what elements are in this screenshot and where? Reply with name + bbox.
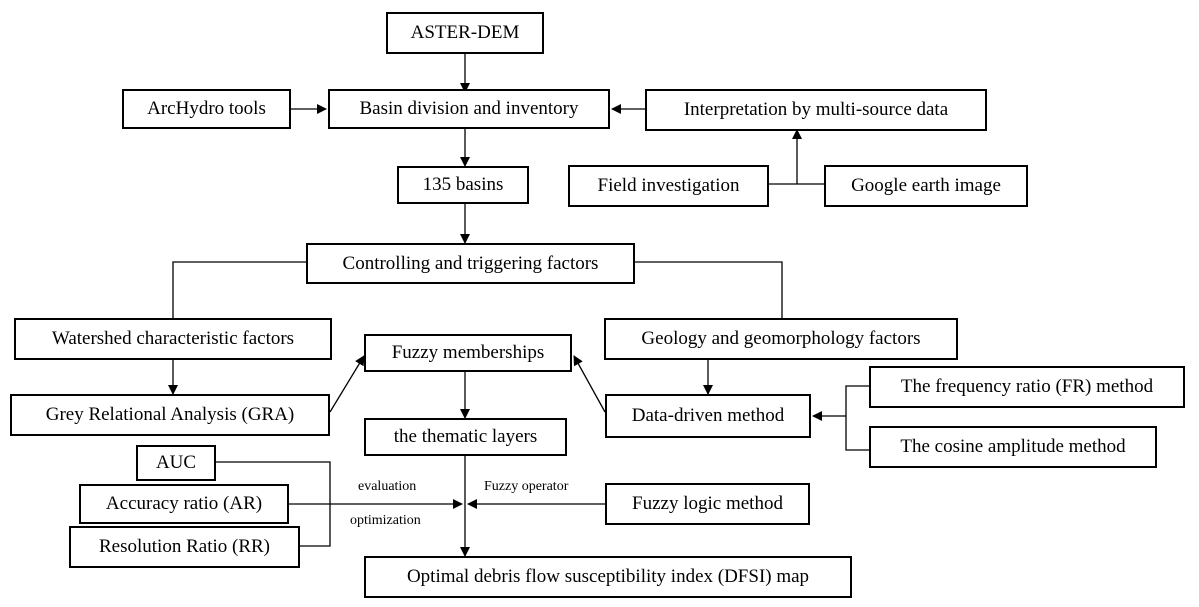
node-auc: AUC: [136, 445, 216, 481]
node-geology-factors: Geology and geomorphology factors: [604, 318, 958, 360]
node-thematic-layers: the thematic layers: [364, 418, 567, 456]
node-archydro-tools: ArcHydro tools: [122, 89, 291, 129]
edge-controlling-to-geology: [635, 261, 783, 320]
edge-controlling-to-watershed: [172, 261, 306, 318]
node-fuzzy-logic: Fuzzy logic method: [605, 483, 810, 525]
node-basin-division: Basin division and inventory: [328, 89, 610, 129]
node-data-driven: Data-driven method: [605, 394, 811, 438]
node-resolution-ratio: Resolution Ratio (RR): [69, 526, 300, 568]
node-gra: Grey Relational Analysis (GRA): [10, 394, 330, 436]
node-cosine-method: The cosine amplitude method: [869, 426, 1157, 468]
edge-fr-cosine-bracket: [845, 385, 869, 451]
node-aster-dem: ASTER-DEM: [386, 12, 544, 54]
node-accuracy-ratio: Accuracy ratio (AR): [79, 484, 289, 524]
node-135-basins: 135 basins: [397, 166, 529, 204]
node-interpretation: Interpretation by multi-source data: [645, 89, 987, 131]
edge-gra-to-fuzzy: [329, 355, 365, 413]
node-fr-method: The frequency ratio (FR) method: [869, 366, 1185, 408]
label-evaluation: evaluation: [358, 479, 417, 494]
node-field-investigation: Field investigation: [568, 165, 769, 207]
node-controlling-factors: Controlling and triggering factors: [306, 243, 635, 284]
node-google-earth: Google earth image: [824, 165, 1028, 207]
edge-datadriven-to-fuzzy: [573, 355, 606, 413]
node-fuzzy-memberships: Fuzzy memberships: [364, 334, 572, 372]
node-dfsi-map: Optimal debris flow susceptibility index…: [364, 556, 852, 598]
node-watershed-factors: Watershed characteristic factors: [14, 318, 332, 360]
label-fuzzy-operator: Fuzzy operator: [484, 479, 569, 494]
label-optimization: optimization: [350, 513, 421, 528]
